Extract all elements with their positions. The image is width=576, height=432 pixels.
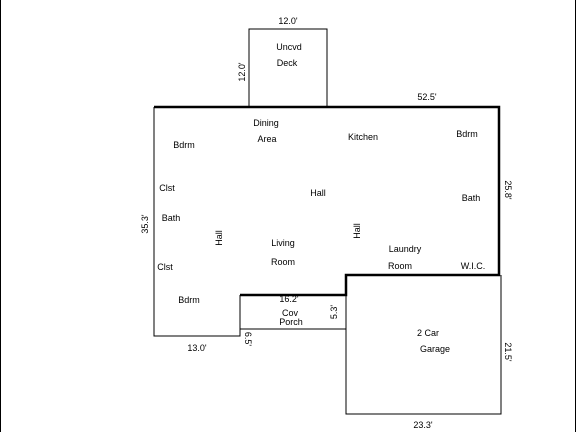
clst-lower-label: Clst (157, 262, 173, 272)
garage-outline (345, 275, 502, 415)
hall-right-label: Hall (352, 223, 362, 239)
hall-left-label: Hall (214, 230, 224, 246)
wic-label: W.I.C. (461, 261, 486, 271)
dining-label-line1: Dining (253, 118, 279, 128)
deck-width-label: 12.0' (278, 16, 298, 26)
garage-label-line2: Garage (420, 344, 450, 354)
house-right-depth-label: 25.8' (503, 180, 513, 200)
porch-depth-label: 5.3' (329, 305, 339, 320)
garage-label-line1: 2 Car (417, 328, 439, 338)
clst-upper-label: Clst (159, 183, 175, 193)
bath-right-label: Bath (462, 193, 481, 203)
living-label-line2: Room (271, 257, 295, 267)
porch-step-label: 6.5' (243, 332, 253, 347)
kitchen-label: Kitchen (348, 132, 378, 142)
porch-label-line2: Porch (279, 317, 303, 327)
porch-label-line1: Cov (282, 308, 299, 318)
deck-depth-label: 12.0' (237, 62, 247, 82)
laundry-label-line2: Room (388, 261, 412, 271)
dining-label-line2: Area (257, 134, 276, 144)
garage-depth-label: 21.5' (503, 342, 513, 362)
house-top-wall (154, 105, 501, 297)
bdrm-bottom-left-label: Bdrm (178, 295, 200, 305)
house-width-label: 52.5' (417, 92, 437, 102)
laundry-label-line1: Laundry (389, 244, 422, 254)
garage-width-label: 23.3' (413, 420, 433, 430)
bdrm-top-right-label: Bdrm (456, 129, 478, 139)
deck-outline (248, 28, 328, 107)
bottom-left-width-label: 13.0' (187, 343, 207, 353)
bdrm-top-left-label: Bdrm (173, 140, 195, 150)
hall-center-label: Hall (310, 188, 326, 198)
house-left-depth-label: 35.3' (140, 214, 150, 234)
deck-label-line2: Deck (277, 58, 298, 68)
house-left-wall (153, 107, 241, 337)
deck-label-line1: Uncvd (276, 42, 302, 52)
bath-left-label: Bath (162, 213, 181, 223)
living-label-line1: Living (271, 238, 295, 248)
porch-width-label: 16.2' (279, 294, 299, 304)
